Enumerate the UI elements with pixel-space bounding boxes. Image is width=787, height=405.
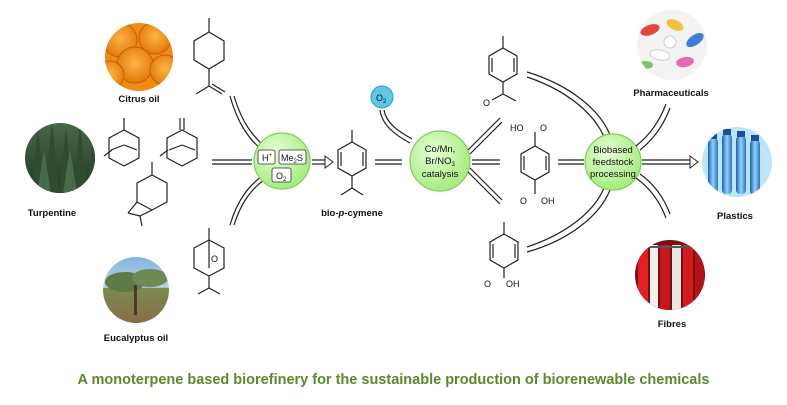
methylacetophenone-structure [488,36,518,102]
carene-structure [127,162,168,227]
arrow-from-eucalyptus-edge [233,179,265,226]
catalysis-line-3: catalysis [422,169,459,180]
processing-line-3: processing [590,169,636,180]
toluic-oh: OH [506,279,520,289]
catalyst-h: H+ [262,153,273,163]
alpha-pinene-structure [103,118,140,167]
forest-photo [25,123,95,193]
beta-pinene-structure [159,118,198,167]
arrow-from-citrus [229,95,263,151]
arrow-to-pharmaceuticals [635,103,671,151]
oxidation-catalysis-node [409,130,471,192]
catalyst-o2: O2 [276,171,287,183]
oxygen-label: O2 [376,93,387,105]
plastics-photo [702,127,772,197]
arrows-from-catalysis [467,117,503,205]
terephthalic-ho: HO [510,123,524,133]
arrow-from-citrus-edge [233,95,265,147]
p-cymene-structure [337,130,367,196]
arrow-ketone-to-processing [526,71,611,136]
catalyst-box-h [257,149,276,165]
fibres-photo [635,240,705,310]
oxygen-bubble [370,85,394,109]
arrow-to-cymene [312,155,334,169]
toluic-acid-structure [489,222,519,278]
toluic-o: O [484,279,491,289]
pharmaceuticals-photo [637,10,707,80]
label-turpentine: Turpentine [28,208,76,219]
catalysis-line-1: Co/Mn, [425,144,456,155]
biorefinery-scheme: Citrus oil Turpentine Eucalyptus oil [25,10,772,344]
terephthalic-oh: OH [541,196,555,206]
feedstock-processing-node [584,133,642,191]
label-fibres: Fibres [658,319,687,330]
acetophenone-oxygen: O [483,98,490,108]
arrow-from-turpentine [212,159,252,165]
arrow-oxygen-in-edge [383,109,413,140]
arrow-terephthalic-to-processing [558,159,584,165]
arrow-toluic-to-processing-edge [526,187,605,248]
catalyst-box-me2s [278,149,307,165]
catalysis-line-2: Br/NO3 [425,156,455,168]
label-pharmaceuticals: Pharmaceuticals [633,88,709,99]
terephthalic-bottom-o: O [520,196,527,206]
processing-line-2: feedstock [593,157,634,168]
eucalyptol-oxygen-label: O [211,254,218,264]
terephthalic-acid-structure [520,132,550,194]
catalyst-box-o2 [271,167,292,183]
label-plastics: Plastics [717,211,753,222]
arrow-from-eucalyptus [229,175,263,226]
figure-caption: A monoterpene based biorefinery for the … [77,372,710,388]
eucalyptus-photo [103,257,169,323]
label-citrus-oil: Citrus oil [118,94,159,105]
arrow-to-fibres [635,173,671,219]
label-bio-p-cymene: bio-p-cymene [321,208,383,219]
arrow-to-plastics [642,155,699,169]
label-eucalyptus-oil: Eucalyptus oil [104,333,168,344]
limonene-structure [193,18,226,95]
catalyst-me2s: Me2S [281,153,303,165]
citrus-photo [105,23,173,91]
arrow-cymene-to-catalysis [375,159,402,165]
arrow-oxygen-in [379,109,411,144]
processing-line-1: Biobased [593,145,633,156]
eucalyptol-structure [193,228,225,295]
terephthalic-top-o: O [540,123,547,133]
arrow-toluic-to-processing [526,189,611,253]
arrow-ketone-to-processing-edge [526,76,605,138]
